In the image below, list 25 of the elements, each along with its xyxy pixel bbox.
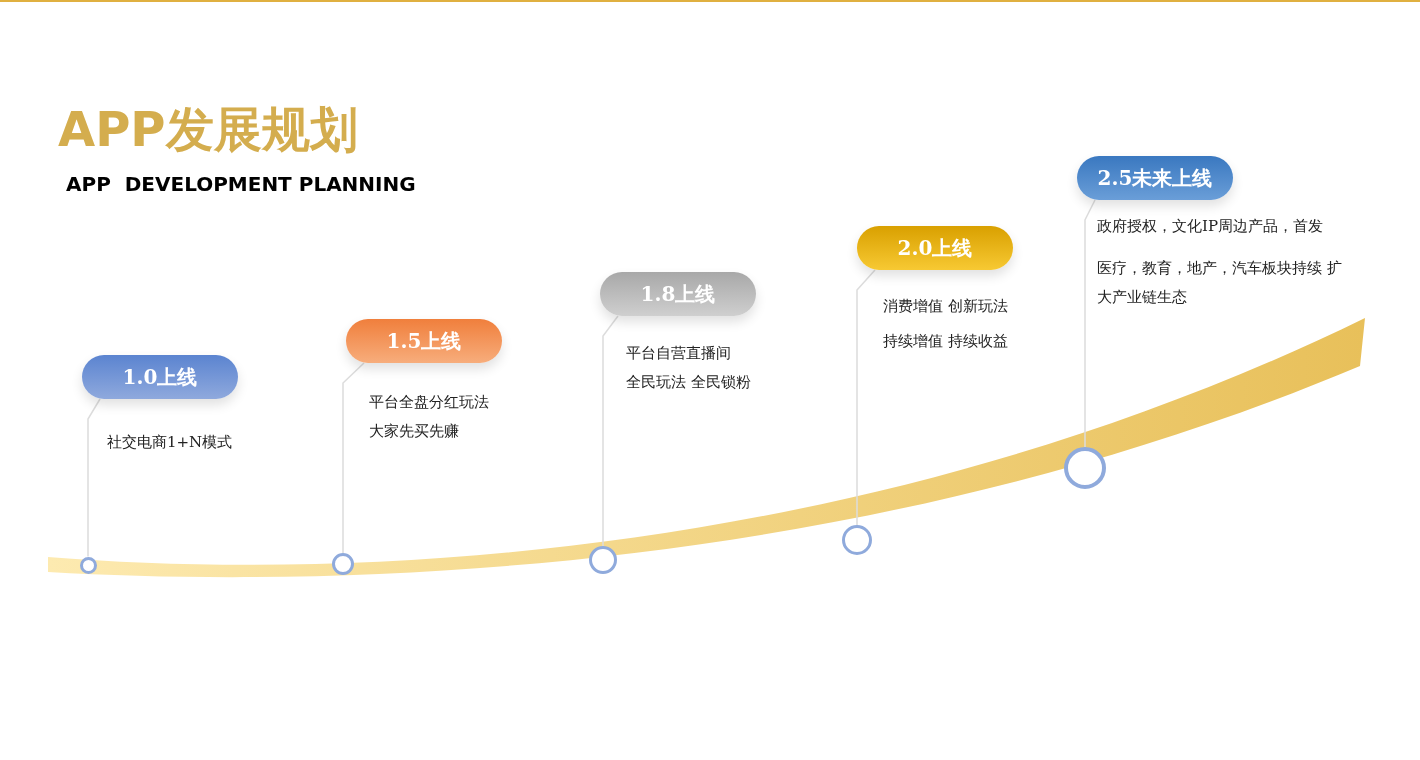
- milestone-description: 社交电商1+N模式: [107, 432, 233, 453]
- version-pill: 1.8上线: [600, 272, 756, 316]
- milestone-description: 消费增值 创新玩法: [883, 296, 1008, 317]
- timeline-circle: [589, 546, 617, 574]
- milestone-description: 政府授权，文化IP周边产品，首发: [1097, 216, 1325, 237]
- milestone-description: 持续增值 持续收益: [883, 331, 1008, 352]
- version-pill: 2.0上线: [857, 226, 1013, 270]
- leader-line: [602, 315, 619, 547]
- version-pill: 1.5上线: [346, 319, 502, 363]
- version-pill: 1.0上线: [82, 355, 238, 399]
- timeline-circle: [332, 553, 354, 575]
- subtitle: APP DEVELOPMENT PLANNING: [66, 172, 416, 196]
- version-pill: 2.5未来上线: [1077, 156, 1233, 200]
- leader-line: [856, 269, 876, 526]
- milestone-description: 医疗，教育，地产，汽车板块持续 扩大产业链生态: [1097, 258, 1343, 308]
- leader-line: [1084, 199, 1096, 448]
- milestone-description: 平台自营直播间: [626, 343, 731, 364]
- timeline-circle: [1064, 447, 1106, 489]
- milestone-description: 大家先买先赚: [369, 421, 459, 442]
- milestone-description: 全民玩法 全民锁粉: [626, 372, 751, 393]
- leader-line: [342, 362, 365, 554]
- title: APP发展规划: [58, 100, 358, 159]
- milestone-description: 平台全盘分红玩法: [369, 392, 489, 413]
- leader-line: [87, 398, 101, 558]
- timeline-circle: [842, 525, 872, 555]
